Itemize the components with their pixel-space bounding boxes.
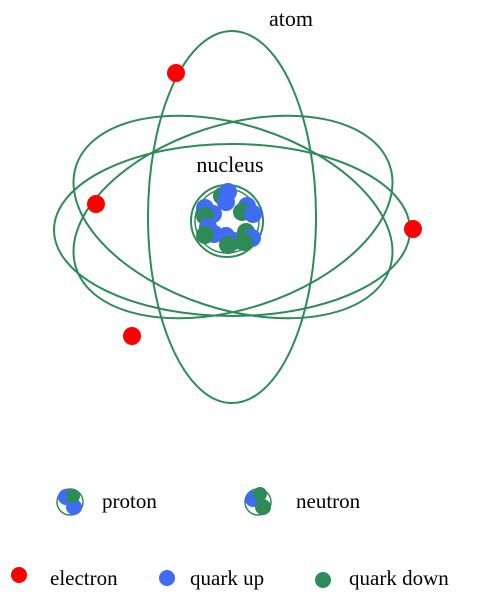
nucleon — [213, 183, 237, 211]
orbit-tilted-down — [72, 114, 394, 320]
diagram-title: atom — [269, 6, 313, 31]
legend-proton-label: proton — [102, 489, 157, 513]
nucleon — [235, 223, 261, 251]
nucleon — [196, 199, 222, 225]
electron — [167, 64, 185, 82]
legend-electron: electron — [11, 566, 118, 590]
legend-proton: proton — [56, 488, 157, 516]
electrons — [87, 64, 422, 345]
legend-quark-up: quark up — [159, 566, 264, 590]
neutron-icon — [244, 487, 272, 516]
legend-neutron: neutron — [244, 487, 361, 516]
nucleon — [233, 197, 262, 223]
orbit-tilted-up — [72, 114, 394, 320]
electron — [404, 220, 422, 238]
electron-icon — [11, 567, 27, 583]
legend-electron-label: electron — [50, 566, 118, 590]
nucleus — [190, 183, 264, 258]
proton-icon — [56, 488, 84, 516]
orbit-vertical — [147, 30, 317, 404]
quark-up-icon — [159, 570, 175, 586]
legend-quark-up-label: quark up — [190, 566, 264, 590]
legend-quark-down: quark down — [315, 566, 449, 590]
legend-neutron-label: neutron — [296, 489, 361, 513]
legend-quark-down-label: quark down — [349, 566, 449, 590]
orbits — [53, 30, 411, 404]
quark-down-icon — [315, 572, 331, 588]
nucleus-label: nucleus — [196, 152, 263, 177]
electron — [123, 327, 141, 345]
electron — [87, 195, 105, 213]
